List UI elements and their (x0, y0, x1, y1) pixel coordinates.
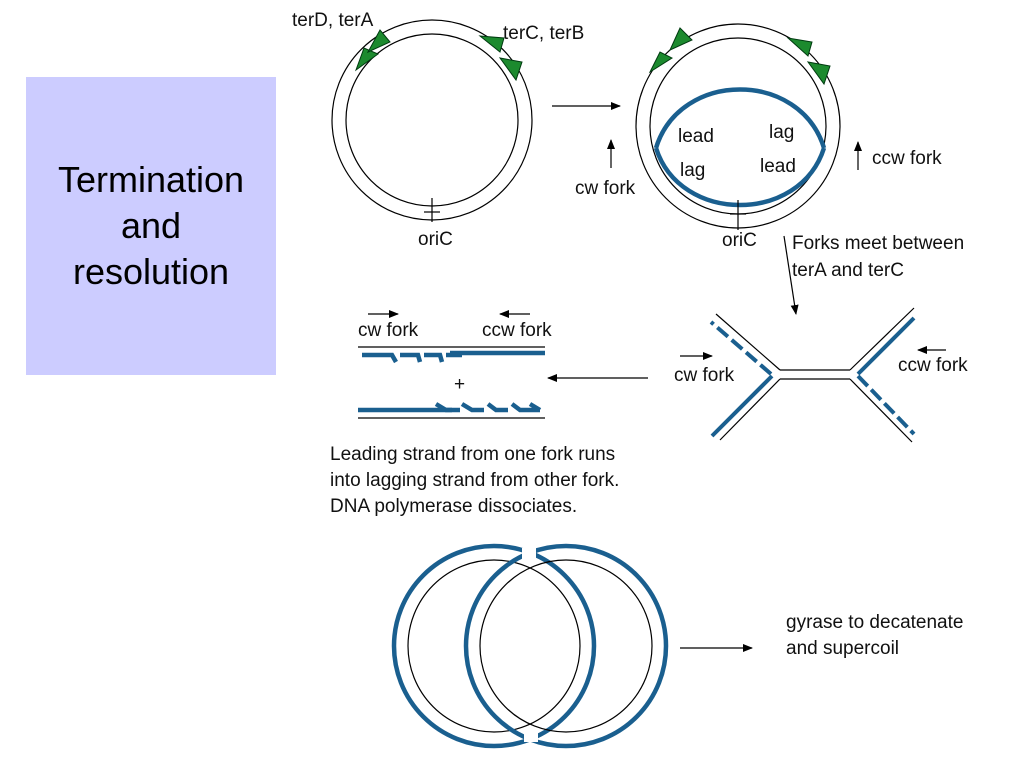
left-arm-upper-parental (715, 313, 781, 371)
label-forks-meet-2: terA and terC (792, 260, 904, 281)
right-circle-inner (479, 559, 653, 733)
ter-site-triangle-2 (668, 27, 693, 52)
title-line-1: Termination (57, 159, 245, 200)
label-terC-terB: terC, terB (503, 23, 584, 44)
plus-sign: + (454, 374, 465, 395)
ter-site-triangle-3 (786, 37, 813, 57)
label-cw-fork-y: cw fork (674, 365, 735, 386)
ter-site-triangle-4 (806, 61, 831, 86)
title-line-2: and (120, 205, 182, 246)
label-ccw-fork-linear: ccw fork (482, 320, 552, 341)
label-gyrase-1: gyrase to decatenate (786, 612, 963, 633)
label-cw-fork-linear: cw fork (358, 320, 419, 341)
circular-chromosome-1: terD, terA terC, terB oriC (292, 10, 584, 250)
label-lag-right: lag (769, 122, 794, 143)
caption-line-2: into lagging strand from other fork. (330, 470, 619, 491)
label-lead-right: lead (760, 156, 796, 177)
converging-forks (709, 307, 916, 443)
right-arm-upper-parental (849, 307, 915, 371)
bottom-lagging-fragments (434, 402, 542, 413)
label-lag-left: lag (680, 160, 705, 181)
label-oriC-2: oriC (722, 230, 757, 251)
label-lead-left: lead (678, 126, 714, 147)
title-box: Termination and resolution (26, 77, 276, 375)
left-circle-outer (391, 543, 597, 749)
label-forks-meet-1: Forks meet between (792, 233, 964, 254)
replicated-arc-top (653, 87, 827, 149)
right-arm-upper-leading (856, 316, 916, 376)
label-ccw-fork: ccw fork (872, 148, 942, 169)
label-oriC-1: oriC (418, 229, 453, 250)
caption-line-3: DNA polymerase dissociates. (330, 496, 577, 517)
top-lagging-fragments (362, 352, 462, 364)
right-arm-lower-parental (849, 378, 913, 443)
label-terD-terA: terD, terA (292, 10, 374, 31)
right-circle-outer (463, 543, 669, 749)
replicated-arc-bottom (653, 147, 827, 208)
overlap-gap-bottom (524, 728, 538, 742)
catenated-chromosomes (391, 543, 669, 749)
label-cw-fork: cw fork (575, 178, 636, 199)
ter-site-triangle-2 (366, 29, 391, 54)
left-arm-lower-leading (710, 374, 774, 438)
left-circle-inner (407, 559, 581, 733)
ter-site-triangle-3 (478, 35, 505, 53)
label-ccw-fork-y: ccw fork (898, 355, 968, 376)
inner-strand (345, 33, 519, 207)
outer-strand (331, 19, 533, 221)
inner-strand (649, 37, 827, 215)
left-arm-lower-parental (719, 378, 781, 441)
ter-site-triangle-1 (648, 51, 674, 74)
arrow-to-converging-forks (783, 235, 799, 315)
linear-strands: cw fork ccw fork + (358, 310, 552, 419)
ter-site-triangle-4 (498, 57, 523, 82)
label-gyrase-2: and supercoil (786, 638, 899, 659)
right-arm-lower-lagging (856, 374, 916, 436)
circular-chromosome-2: lead lag lag lead oriC (635, 23, 841, 251)
left-arm-upper-lagging (709, 320, 773, 376)
title-line-3: resolution (72, 251, 230, 292)
caption-line-1: Leading strand from one fork runs (330, 444, 615, 465)
slide-title: Termination and resolution (58, 157, 244, 295)
overlap-gap-top (522, 548, 536, 562)
